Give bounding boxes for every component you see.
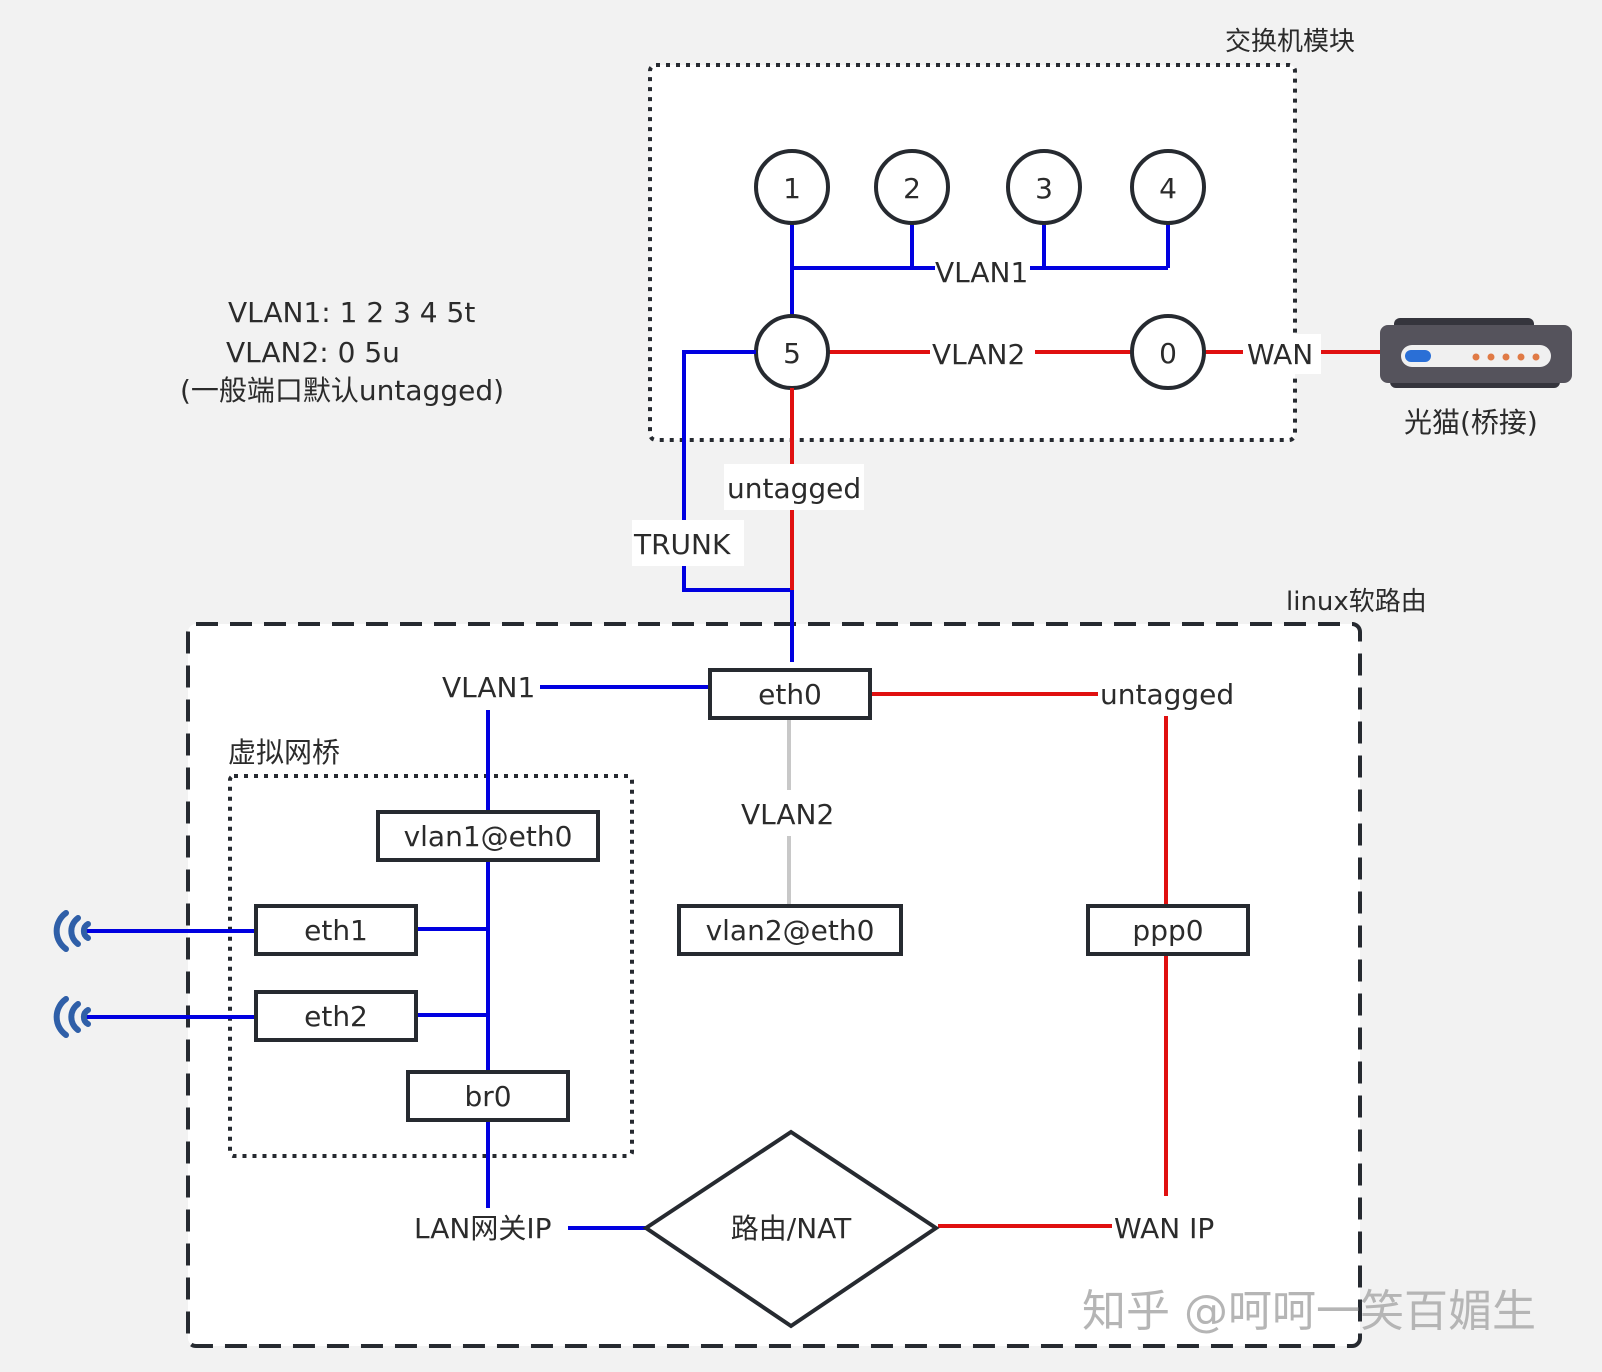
port-3: 3 — [1006, 149, 1082, 225]
switch-module-title: 交换机模块 — [1225, 27, 1355, 57]
wifi-icon — [53, 996, 91, 1038]
router-wan-links — [870, 692, 1168, 1228]
port-1: 1 — [754, 149, 830, 225]
svg-text:0: 0 — [1159, 337, 1177, 370]
router-nat-node: 路由/NAT — [642, 1129, 940, 1329]
switch-module-box — [648, 63, 1297, 442]
svg-text:1: 1 — [783, 172, 801, 205]
vlan-notes: VLAN1: 1 2 3 4 5t VLAN2: 0 5u (一般端口默认unt… — [180, 296, 504, 407]
switch-vlan1-links — [790, 222, 1170, 318]
node-vlan2-eth0: vlan2@eth0 — [677, 904, 903, 956]
node-br0: br0 — [406, 1070, 570, 1122]
svg-text:eth1: eth1 — [304, 914, 368, 947]
node-vlan1-eth0: vlan1@eth0 — [376, 810, 600, 862]
svg-text:3: 3 — [1035, 172, 1053, 205]
port-4: 4 — [1130, 149, 1206, 225]
node-ppp0: ppp0 — [1086, 904, 1250, 956]
watermark: 知乎 @呵呵一笑百媚生 — [1082, 1286, 1536, 1337]
port-5: 5 — [754, 314, 830, 390]
linux-router-title: linux软路由 — [1286, 587, 1427, 617]
bridge-title: 虚拟网桥 — [228, 736, 340, 769]
wifi-icon — [53, 910, 91, 952]
modem-icon — [1380, 318, 1572, 388]
router-vlan1-links — [418, 685, 712, 1230]
svg-text:ppp0: ppp0 — [1132, 914, 1203, 947]
wireless-links — [86, 929, 256, 1019]
wan-ip-label: WAN IP — [1114, 1212, 1214, 1245]
switch-vlan2-label: VLAN2 — [932, 338, 1025, 371]
svg-text:eth2: eth2 — [304, 1000, 368, 1033]
svg-text:2: 2 — [903, 172, 921, 205]
svg-text:br0: br0 — [464, 1080, 511, 1113]
svg-text:vlan1@eth0: vlan1@eth0 — [404, 820, 573, 853]
svg-text:5: 5 — [783, 337, 801, 370]
node-eth0: eth0 — [708, 668, 872, 720]
switch-vlan1-label: VLAN1 — [935, 256, 1028, 289]
wan-label: WAN — [1247, 338, 1313, 371]
svg-text:路由/NAT: 路由/NAT — [731, 1212, 852, 1245]
svg-text:VLAN2: 0 5u: VLAN2: 0 5u — [226, 336, 400, 369]
modem-label: 光猫(桥接) — [1404, 406, 1538, 439]
port-2: 2 — [874, 149, 950, 225]
router-untagged-label: untagged — [1100, 678, 1234, 711]
svg-text:4: 4 — [1159, 172, 1177, 205]
svg-text:(一般端口默认untagged): (一般端口默认untagged) — [180, 374, 504, 407]
trunk-label: TRUNK — [633, 528, 731, 561]
router-vlan1-label: VLAN1 — [442, 671, 535, 704]
svg-text:vlan2@eth0: vlan2@eth0 — [706, 914, 875, 947]
linux-router-box — [186, 622, 1362, 1348]
node-eth2: eth2 — [254, 990, 418, 1042]
node-eth1: eth1 — [254, 904, 418, 956]
uplink-untagged-label: untagged — [727, 472, 861, 505]
router-vlan2-label: VLAN2 — [741, 798, 834, 831]
svg-text:VLAN1: 1 2 3 4 5t: VLAN1: 1 2 3 4 5t — [228, 296, 475, 329]
lan-gateway-ip-label: LAN网关IP — [414, 1212, 552, 1245]
port-0: 0 — [1130, 314, 1206, 390]
svg-text:eth0: eth0 — [758, 678, 822, 711]
